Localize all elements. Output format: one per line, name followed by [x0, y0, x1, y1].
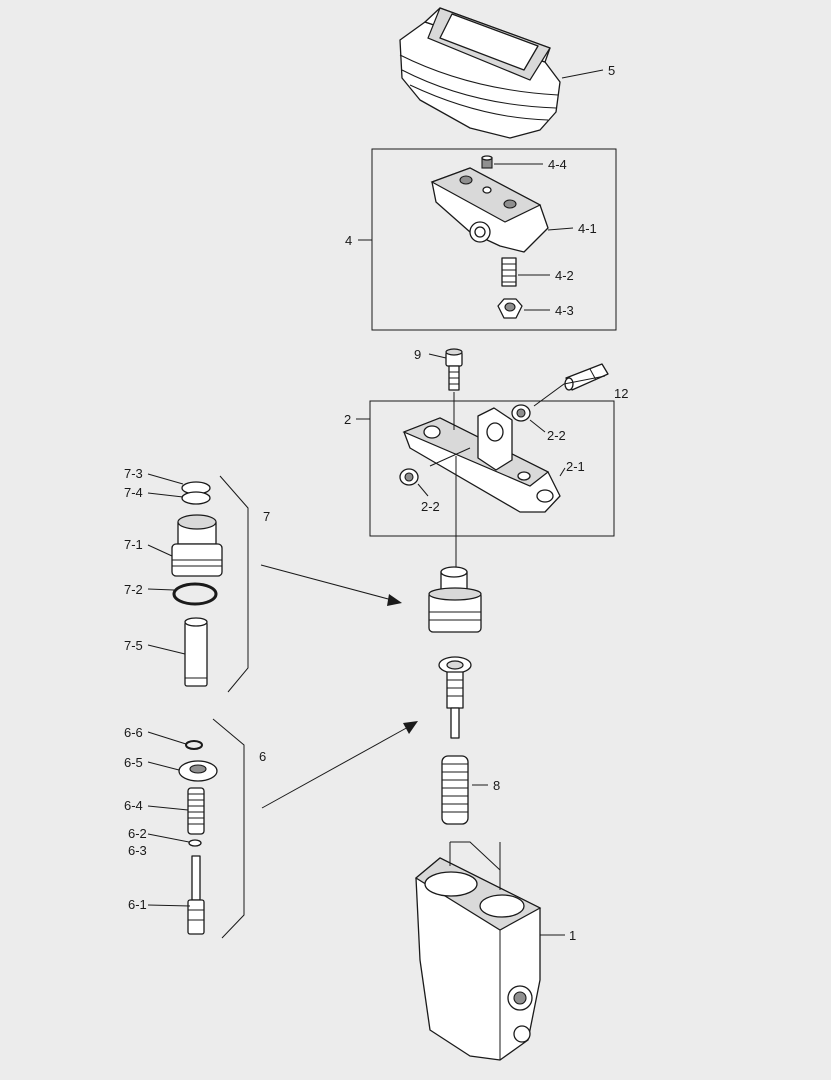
part-7-5-sleeve [184, 617, 208, 687]
part-2-2-bushing-bottom [399, 468, 419, 486]
label-9: 9 [414, 347, 421, 362]
part-4-4-set-screw [481, 155, 493, 169]
part-9-bolt [445, 348, 463, 391]
label-2-2-bottom: 2-2 [421, 499, 440, 514]
label-7-2: 7-2 [124, 582, 143, 597]
label-4-4: 4-4 [548, 157, 567, 172]
plunger-assembly [428, 566, 482, 633]
part-7-2-o-ring [172, 582, 218, 606]
part-6-4-spring [187, 787, 205, 835]
label-6-6: 6-6 [124, 725, 143, 740]
label-4-2: 4-2 [555, 268, 574, 283]
part-5-boot [399, 7, 561, 139]
label-6-3: 6-3 [128, 843, 147, 858]
label-4-3: 4-3 [555, 303, 574, 318]
label-5: 5 [608, 63, 615, 78]
spool-assembly [438, 656, 472, 739]
part-6-1-spool [187, 855, 205, 935]
label-6-5: 6-5 [124, 755, 143, 770]
label-6-2: 6-2 [128, 826, 147, 841]
part-7-1-plug [171, 514, 223, 577]
label-4: 4 [345, 233, 352, 248]
label-7-4: 7-4 [124, 485, 143, 500]
label-7-5: 7-5 [124, 638, 143, 653]
bracket-6 [212, 718, 245, 939]
label-4-1: 4-1 [578, 221, 597, 236]
label-6-4: 6-4 [124, 798, 143, 813]
label-8: 8 [493, 778, 500, 793]
label-6-1: 6-1 [128, 897, 147, 912]
center-line [453, 392, 457, 572]
part-2-2-bushing-top [511, 404, 531, 422]
arrow-7-to-assembly [260, 564, 402, 606]
part-4-2-stud [501, 257, 517, 287]
part-8-spring [441, 755, 469, 825]
part-1-valve-body [414, 841, 542, 1061]
label-7-1: 7-1 [124, 537, 143, 552]
part-labels: 5 4-4 4 4-1 4-2 4-3 9 12 2 2-2 2-1 2-2 8… [124, 63, 628, 943]
part-4-1-lever-block [430, 167, 549, 253]
label-2-1: 2-1 [566, 459, 585, 474]
label-1: 1 [569, 928, 576, 943]
part-4-3-nut [497, 298, 523, 319]
leader-lines [147, 69, 606, 936]
part-6-2-washer [188, 839, 202, 847]
bracket-7 [219, 475, 249, 693]
arrow-6-to-assembly [261, 721, 418, 809]
label-2-2-top: 2-2 [547, 428, 566, 443]
part-7-4-ring [181, 491, 211, 505]
label-7: 7 [263, 509, 270, 524]
label-2: 2 [344, 412, 351, 427]
label-6: 6 [259, 749, 266, 764]
assembly-2-box [369, 400, 615, 537]
part-6-6-clip [185, 740, 203, 750]
label-12: 12 [614, 386, 628, 401]
part-2-1-plate [402, 407, 561, 513]
part-6-5-seat [178, 760, 218, 782]
label-7-3: 7-3 [124, 466, 143, 481]
